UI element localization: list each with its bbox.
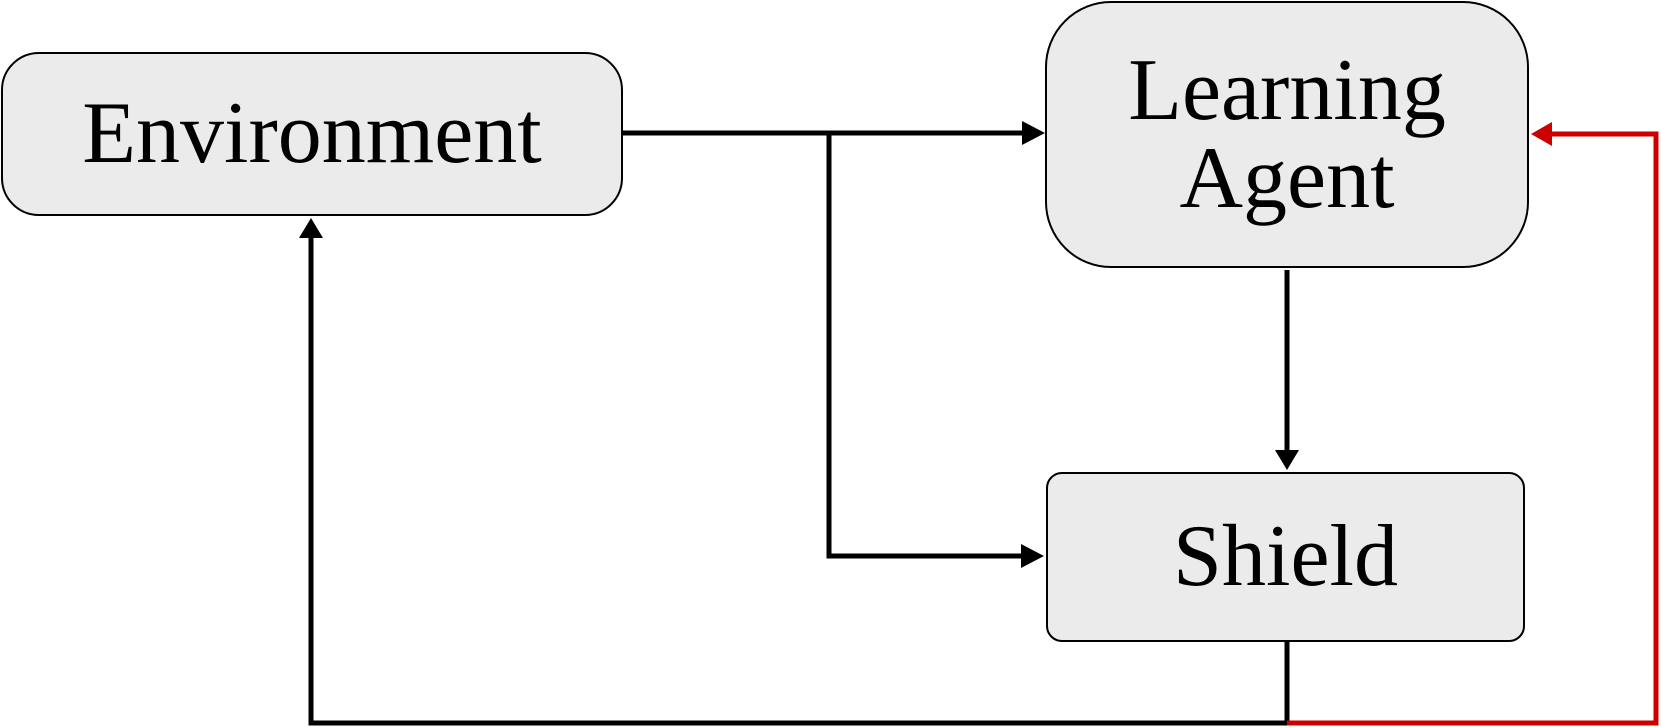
arrowhead-icon <box>1021 544 1044 568</box>
edge-learning-agent-to-shield <box>1275 270 1299 470</box>
arrowhead-icon <box>1275 450 1299 470</box>
arrowhead-icon <box>1531 122 1552 146</box>
arrowhead-icon <box>299 218 323 238</box>
edge-shield-to-environment <box>299 218 1290 726</box>
edge-shield-to-learning-agent <box>1287 122 1659 726</box>
learning-agent-label-line1: Learning <box>1128 41 1446 139</box>
shield-node: Shield <box>1046 472 1525 642</box>
edge-environment-to-shield <box>826 133 1044 568</box>
learning-agent-node: Learning Agent <box>1045 1 1529 268</box>
shield-label: Shield <box>1173 508 1398 605</box>
environment-node: Environment <box>1 52 623 216</box>
arrowhead-icon <box>1022 121 1045 145</box>
edge-environment-to-learning-agent <box>623 121 1045 145</box>
learning-agent-label-line2: Agent <box>1179 129 1395 227</box>
environment-label: Environment <box>82 85 542 182</box>
